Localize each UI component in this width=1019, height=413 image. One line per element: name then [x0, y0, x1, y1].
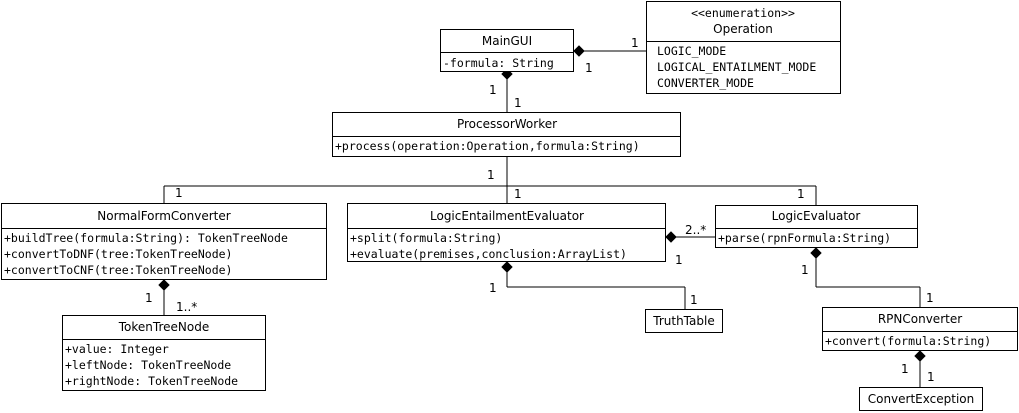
class-truthtable[interactable]: TruthTable [645, 309, 723, 333]
class-box [332, 112, 681, 157]
class-name: NormalFormConverter [97, 209, 230, 223]
multiplicity-label: 1 [901, 362, 909, 376]
class-logicentailmentevaluator[interactable]: LogicEntailmentEvaluator +split(formula:… [347, 203, 666, 262]
multiplicity-label: 2..* [685, 223, 706, 237]
multiplicity-label: 1 [927, 370, 935, 384]
class-box [440, 29, 574, 72]
class-normalformconverter[interactable]: NormalFormConverter +buildTree(formula:S… [1, 203, 327, 280]
class-convertexception[interactable]: ConvertException [859, 387, 983, 411]
class-attribute: -formula: String [443, 56, 554, 70]
class-box [62, 315, 266, 391]
class-logicevaluator[interactable]: LogicEvaluator +parse(rpnFormula:String) [715, 205, 918, 248]
multiplicity-label: 1 [487, 168, 495, 182]
class-box [646, 1, 841, 94]
class-name: TokenTreeNode [118, 320, 209, 334]
enum-literal: LOGICAL_ENTAILMENT_MODE [657, 60, 816, 74]
class-method: +convert(formula:String) [825, 334, 991, 348]
multiplicity-label: 1 [690, 293, 698, 307]
multiplicity-label: 1 [801, 263, 809, 277]
enum-literal: LOGIC_MODE [657, 44, 726, 58]
class-attribute: +rightNode: TokenTreeNode [65, 374, 238, 388]
class-name: LogicEvaluator [772, 209, 861, 223]
class-method: +split(formula:String) [350, 231, 502, 245]
class-name: Operation [713, 22, 773, 36]
multiplicity-labels: 1 1 1 1 1 1 1 1 2..* 1 1 1 1 1..* 1 1 1 … [145, 36, 935, 384]
class-method: +convertToCNF(tree:TokenTreeNode) [4, 263, 232, 277]
multiplicity-label: 1 [926, 291, 934, 305]
enum-literal: CONVERTER_MODE [657, 76, 754, 90]
multiplicity-label: 1 [175, 186, 183, 200]
multiplicity-label: 1 [675, 253, 683, 267]
multiplicity-label: 1 [631, 36, 639, 50]
class-box [645, 309, 723, 333]
class-box [1, 203, 327, 280]
multiplicity-label: 1 [585, 61, 593, 75]
class-name: RPNConverter [878, 312, 962, 326]
composition-diamond-lee-truthtable [501, 261, 513, 273]
class-method: +parse(rpnFormula:String) [718, 231, 891, 245]
class-name: MainGUI [482, 34, 532, 48]
composition-diamond-maingui-operation [573, 45, 585, 57]
class-name: TruthTable [652, 314, 714, 328]
class-name: LogicEntailmentEvaluator [430, 209, 584, 223]
class-maingui[interactable]: MainGUI -formula: String [440, 29, 574, 72]
class-name: ConvertException [868, 392, 975, 406]
class-method: +process(operation:Operation,formula:Str… [335, 139, 640, 153]
class-method: +buildTree(formula:String): TokenTreeNod… [4, 231, 288, 245]
multiplicity-label: 1..* [176, 300, 197, 314]
composition-diamond-nfc-tokentreenode [158, 279, 170, 291]
class-box [347, 203, 666, 262]
enum-stereotype: <<enumeration>> [691, 6, 795, 20]
composition-diamond-le-rpnconverter [810, 247, 822, 259]
class-box [715, 205, 918, 248]
class-rpnconverter[interactable]: RPNConverter +convert(formula:String) [822, 307, 1018, 351]
composition-diamond-rpn-convertexception [914, 350, 926, 362]
class-processorworker[interactable]: ProcessorWorker +process(operation:Opera… [332, 112, 681, 157]
association-lines [163, 50, 921, 387]
class-method: +evaluate(premises,conclusion:ArrayList) [350, 247, 627, 261]
multiplicity-label: 1 [514, 187, 522, 201]
class-method: +convertToDNF(tree:TokenTreeNode) [4, 247, 232, 261]
multiplicity-label: 1 [797, 187, 805, 201]
multiplicity-label: 1 [489, 83, 497, 97]
multiplicity-label: 1 [514, 96, 522, 110]
class-attribute: +value: Integer [65, 342, 169, 356]
enum-operation[interactable]: <<enumeration>> Operation LOGIC_MODE LOG… [646, 1, 841, 94]
class-box [822, 307, 1018, 351]
composition-diamonds [158, 45, 926, 362]
class-tokentreenode[interactable]: TokenTreeNode +value: Integer +leftNode:… [62, 315, 266, 391]
class-attribute: +leftNode: TokenTreeNode [65, 358, 231, 372]
class-box [859, 387, 983, 411]
class-name: ProcessorWorker [457, 117, 557, 131]
composition-diamond-lee-logicevaluator [665, 231, 677, 243]
multiplicity-label: 1 [145, 291, 153, 305]
multiplicity-label: 1 [489, 281, 497, 295]
